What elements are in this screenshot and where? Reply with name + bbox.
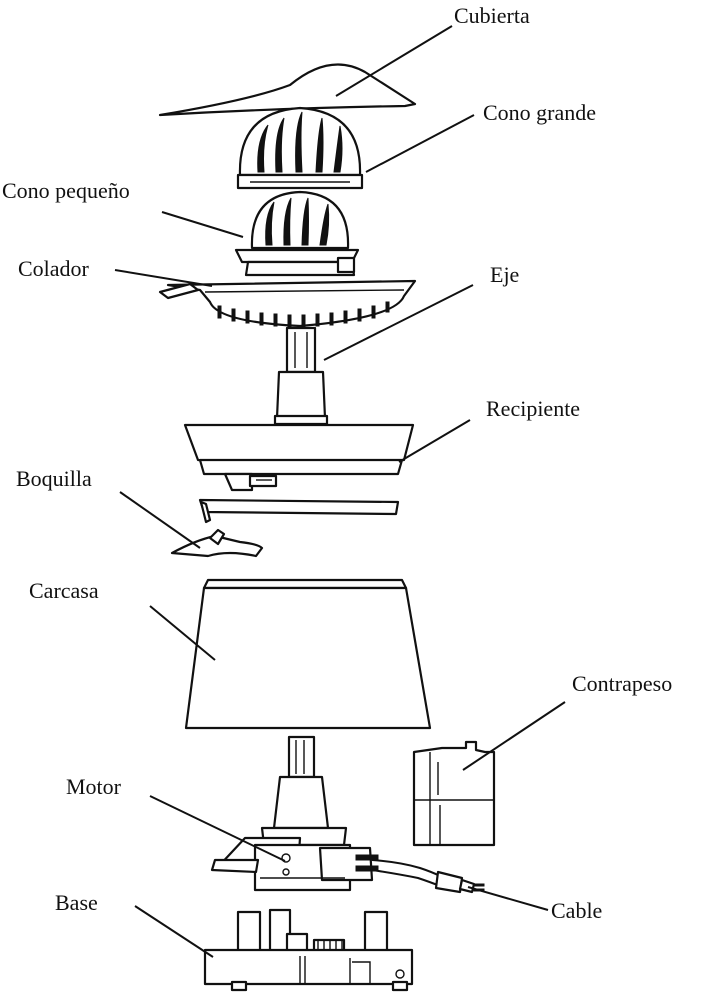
- part-cable: [371, 859, 485, 894]
- label-contrapeso: Contrapeso: [572, 671, 672, 696]
- label-cable: Cable: [551, 898, 602, 923]
- part-cono-pequeno: [234, 190, 360, 277]
- label-eje: Eje: [490, 262, 519, 287]
- label-carcasa: Carcasa: [29, 578, 99, 603]
- leader-motor: [149, 795, 286, 862]
- leader-base: [134, 905, 214, 958]
- leader-recipiente: [398, 419, 471, 463]
- part-colador: [158, 279, 417, 328]
- label-cubierta: Cubierta: [454, 3, 530, 28]
- part-motor: [210, 735, 379, 892]
- leader-cono-pequeno: [161, 211, 244, 238]
- part-boquilla: [170, 498, 400, 558]
- label-motor: Motor: [66, 774, 122, 799]
- part-contrapeso: [412, 740, 496, 847]
- leader-contrapeso: [462, 701, 566, 771]
- part-carcasa: [184, 578, 432, 730]
- leader-eje: [323, 284, 474, 361]
- part-cono-grande: [236, 106, 364, 190]
- leader-cubierta: [335, 25, 453, 97]
- label-boquilla: Boquilla: [16, 466, 92, 491]
- leader-lines: [114, 25, 566, 958]
- label-cono-pequeno: Cono pequeño: [2, 178, 130, 203]
- label-cono-grande: Cono grande: [483, 100, 596, 125]
- label-base: Base: [55, 890, 98, 915]
- leader-colador: [114, 269, 213, 287]
- label-recipiente: Recipiente: [486, 396, 580, 421]
- leader-cable: [467, 886, 549, 911]
- leader-carcasa: [149, 605, 216, 661]
- labels: Cubierta Cono grande Cono pequeño Colado…: [2, 3, 672, 923]
- leader-cono-grande: [365, 114, 475, 173]
- part-recipiente: [183, 423, 415, 492]
- part-eje: [273, 326, 329, 426]
- leader-boquilla: [119, 491, 201, 549]
- part-base: [203, 908, 414, 992]
- label-colador: Colador: [18, 256, 90, 281]
